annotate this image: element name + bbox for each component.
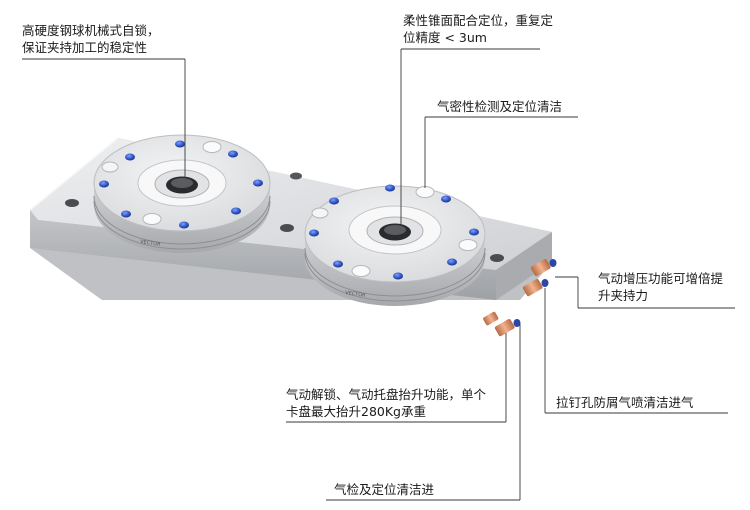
mounting-hole: [290, 172, 302, 180]
callout-taper-positioning-line1: 柔性锥面配合定位，重复定: [403, 13, 554, 28]
positioning-pad: [142, 213, 162, 225]
callout-pressure-boost-line2: 升夹持力: [598, 288, 649, 303]
brand-logo: VECTOR: [345, 290, 367, 299]
steel-ball-row-left: [99, 140, 263, 229]
callout-pneumatic-unlock-line1: 气动解锁、气动托盘抬升功能，单个: [286, 387, 487, 402]
air-fitting-middle: [522, 279, 549, 297]
callout-airtight-check: 气密性检测及定位清洁: [437, 98, 562, 115]
positioning-pad: [351, 265, 371, 277]
callout-pneumatic-unlock: 气动解锁、气动托盘抬升功能，单个 卡盘最大抬升280Kg承重: [286, 386, 486, 420]
callout-pressure-boost: 气动增压功能可增倍提 升夹持力: [598, 270, 723, 304]
mounting-hole: [490, 254, 504, 262]
air-fitting-top: [530, 259, 557, 277]
callout-steel-ball-lock-line2: 保证夹持加工的稳定性: [22, 40, 148, 55]
callout-taper-positioning: 柔性锥面配合定位，重复定 位精度 < 3um: [403, 12, 553, 46]
callout-taper-positioning-line2: 位精度 < 3um: [403, 30, 487, 45]
brand-logo: VECTOR: [140, 239, 162, 248]
callout-pull-stud-clean-text: 拉钉孔防屑气喷清洁进气: [556, 395, 694, 410]
steel-ball-row-right: [309, 184, 479, 280]
positioning-pad: [415, 186, 435, 198]
positioning-pad: [311, 207, 329, 219]
callout-steel-ball-lock: 高硬度钢球机械式自锁， 保证夹持加工的稳定性: [22, 22, 160, 56]
chuck-right: VECTOR: [304, 184, 486, 306]
positioning-pad: [458, 239, 478, 251]
positioning-pad: [202, 141, 222, 153]
callout-air-check-clean-in-text: 气检及定位清洁进: [334, 482, 435, 497]
callout-air-check-clean-in: 气检及定位清洁进: [334, 481, 434, 498]
leader-lines: [22, 48, 735, 501]
callout-airtight-check-text: 气密性检测及定位清洁: [437, 99, 563, 114]
callout-pull-stud-clean: 拉钉孔防屑气喷清洁进气: [556, 394, 694, 411]
callout-pressure-boost-line1: 气动增压功能可增倍提: [598, 271, 724, 286]
mounting-hole: [280, 224, 294, 232]
chuck-left: VECTOR: [93, 134, 271, 253]
positioning-pad: [101, 161, 119, 173]
air-fitting-bottom: [483, 311, 521, 337]
mounting-hole: [65, 199, 79, 207]
callout-pneumatic-unlock-line2: 卡盘最大抬升280Kg承重: [286, 404, 426, 419]
callout-steel-ball-lock-line1: 高硬度钢球机械式自锁，: [22, 23, 160, 38]
